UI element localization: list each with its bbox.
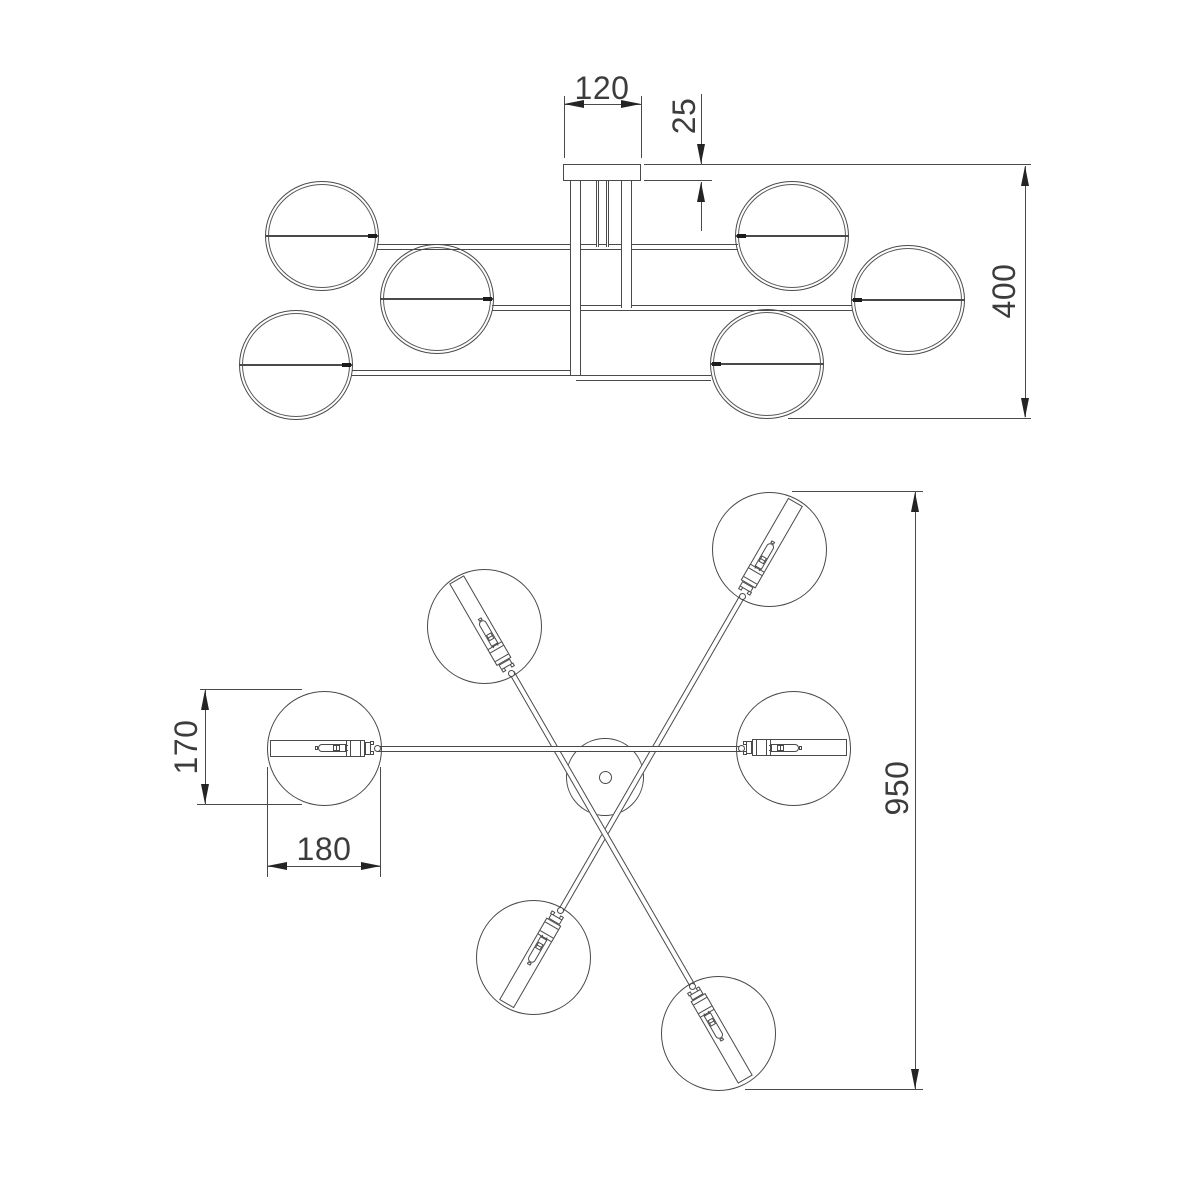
dimension-line (745, 1089, 923, 1090)
socket-tick (737, 233, 746, 239)
socket-tick (853, 297, 862, 303)
socket-detail-line (349, 740, 351, 756)
dimension-arrow (697, 144, 705, 164)
dimension-line (200, 689, 302, 690)
bulb-tip (798, 745, 803, 751)
canopy-circle (565, 738, 644, 816)
sphere-seam-line (735, 235, 849, 237)
sphere-seam-line (710, 363, 824, 365)
sphere-seam-line (265, 235, 379, 237)
lamp-shade-circle (266, 690, 382, 806)
bracket-tab (746, 590, 753, 596)
dimension-line (197, 804, 302, 805)
bracket-tab (370, 740, 374, 745)
bulb-pin (344, 749, 349, 751)
lamp-shade-circle (660, 975, 776, 1091)
canopy-mount-hole (598, 771, 612, 784)
dim-label-canopy-height: 25 (666, 97, 702, 135)
arm-junction-screw (688, 982, 696, 990)
bracket-tab (743, 740, 747, 745)
dim-label-fixture-width: 950 (879, 760, 915, 816)
lamp-shade-circle (426, 568, 542, 684)
dimension-line (644, 163, 1031, 165)
bulb-filament-line (779, 745, 781, 751)
bracket-tab (737, 585, 744, 591)
dimension-line (701, 94, 702, 164)
dimension-line (380, 766, 381, 877)
bulb-pin (344, 745, 349, 747)
dim-label-shade-diameter: 170 (168, 719, 204, 775)
dimension-line (205, 690, 206, 804)
dimension-arrow (564, 100, 584, 108)
dimension-arrow (360, 862, 381, 870)
dimension-line (914, 492, 916, 1089)
support-arm (352, 369, 578, 376)
support-arm (492, 304, 852, 311)
bulb-pin (768, 749, 773, 751)
halogen-bulb (771, 743, 799, 753)
light-arm-rod (377, 745, 741, 752)
arm-junction-screw (373, 744, 381, 752)
dimension-line (266, 766, 268, 877)
dim-label-fixture-height: 400 (986, 263, 1022, 319)
dimension-line (788, 417, 1031, 419)
dimension-arrow (1020, 397, 1029, 418)
lamp-shade-circle (735, 690, 851, 806)
dimension-line (644, 180, 712, 181)
socket-detail-line (359, 740, 361, 756)
lamp-shade-circle (711, 491, 827, 607)
center-rod (596, 180, 599, 247)
center-rod (570, 180, 581, 375)
socket-tick (368, 233, 377, 239)
dim-label-mount-width: 120 (574, 70, 630, 106)
sphere-seam-line (380, 298, 494, 300)
dimension-arrow (1020, 166, 1029, 186)
dim-label-shade-length: 180 (296, 831, 352, 867)
arm-junction-screw (737, 744, 745, 752)
dimension-line (267, 866, 381, 867)
socket-tick (483, 296, 492, 302)
dimension-arrow (910, 1069, 919, 1089)
lamp-socket (752, 739, 771, 757)
center-rod (606, 180, 609, 247)
bracket-tab (500, 667, 507, 673)
bracket-tab (370, 751, 374, 756)
bulb-tip (314, 745, 319, 751)
center-rod (621, 180, 632, 308)
socket-tick (712, 361, 721, 367)
socket-tick (342, 362, 351, 368)
ceiling-plate (562, 163, 641, 181)
bracket-tab (509, 662, 516, 668)
dimension-line (563, 96, 565, 158)
sphere-seam-line (239, 364, 353, 366)
lamp-shade-circle (475, 899, 591, 1015)
dimension-arrow (697, 181, 705, 202)
support-arm (576, 374, 711, 381)
halogen-bulb (318, 743, 346, 753)
arm-junction-screw (507, 669, 515, 677)
dimension-line (640, 96, 642, 158)
dimension-arrow (267, 862, 287, 870)
dimension-line (701, 181, 702, 231)
socket-detail-line (756, 740, 758, 756)
lamp-housing-assembly (727, 735, 859, 761)
dimension-arrow (201, 690, 209, 710)
arm-junction-screw (738, 592, 746, 600)
dimension-line (564, 104, 641, 105)
arm-junction-screw (556, 906, 564, 914)
arm-bracket (365, 741, 371, 755)
socket-detail-line (766, 740, 768, 756)
bulb-filament-line (336, 745, 338, 751)
dimension-line (792, 491, 923, 492)
bulb-pin (768, 745, 773, 747)
dimension-arrow (201, 784, 209, 804)
arm-bracket (746, 741, 752, 755)
dimension-line (1024, 166, 1026, 417)
dimension-arrow (910, 492, 919, 512)
support-arm (377, 243, 738, 250)
lamp-housing-assembly (258, 735, 390, 761)
dimension-arrow (621, 100, 641, 108)
bracket-tab (743, 751, 747, 756)
sphere-seam-line (851, 299, 965, 301)
